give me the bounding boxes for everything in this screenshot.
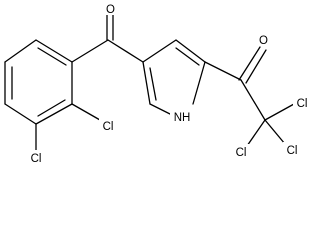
bond-carbonyl-pyrrole <box>107 39 144 63</box>
bond-ring-cl-2 <box>71 103 101 121</box>
atom-label-cl-ring-2: Cl <box>99 118 117 133</box>
bond-acyl-o-double <box>245 49 267 84</box>
pyrrole-ring <box>142 39 206 115</box>
svg-text:NH: NH <box>174 112 191 124</box>
bond-ring-carbonyl <box>71 39 109 63</box>
svg-text:O: O <box>106 4 115 16</box>
svg-text:Cl: Cl <box>287 145 298 157</box>
atom-label-cl-ccl3-a: Cl <box>293 95 311 110</box>
atom-label-cl-ring-3: Cl <box>27 150 45 165</box>
svg-text:Cl: Cl <box>31 153 42 165</box>
atom-label-nh: NH <box>170 108 194 124</box>
bond-ccl3-cl-b <box>246 119 266 147</box>
svg-text:Cl: Cl <box>103 121 114 133</box>
atom-label-o-acyl: O <box>257 32 270 47</box>
bond-acyl-ccl3 <box>240 79 266 121</box>
svg-text:Cl: Cl <box>236 147 247 159</box>
svg-text:Cl: Cl <box>297 98 308 110</box>
svg-text:O: O <box>259 35 268 47</box>
atom-label-cl-ccl3-c: Cl <box>283 142 301 157</box>
bond-acyl-o <box>238 46 261 81</box>
atom-label-cl-ccl3-b: Cl <box>232 144 250 159</box>
chemical-structure: O O NH Cl Cl Cl Cl Cl <box>4 1 311 165</box>
bond-ccl3-cl-c <box>264 119 286 145</box>
bond-pyrrole-acyl <box>204 61 242 81</box>
atom-label-o-ketone: O <box>104 1 117 16</box>
benzene-ring <box>4 39 73 125</box>
bond-ccl3-cl-a <box>264 103 295 121</box>
